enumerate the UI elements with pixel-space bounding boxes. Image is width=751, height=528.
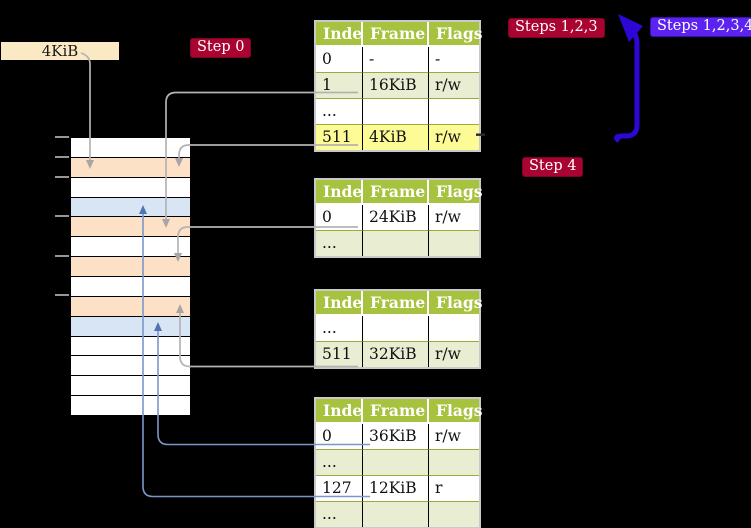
recursive-loop-arrow xyxy=(614,14,643,143)
table-cell: 24KiB xyxy=(363,205,429,230)
table-cell: 0 xyxy=(316,424,363,449)
memory-row-9-page-frame xyxy=(71,316,190,337)
memory-row-5-free xyxy=(71,237,190,258)
memory-row-8-table-frame xyxy=(71,296,190,317)
memory-row-7-free xyxy=(71,277,190,297)
memory-tick xyxy=(55,294,69,296)
badge-step-0: Step 0 xyxy=(190,38,252,58)
column-header-index: Index xyxy=(316,22,371,47)
table-cell: r/w xyxy=(435,208,461,226)
column-header-flags: Flags xyxy=(429,180,483,205)
table-cell: 0 xyxy=(316,47,363,72)
table-cell: 0 xyxy=(316,205,363,230)
memory-row-1-table-frame xyxy=(71,157,190,178)
column-header-frame: Frame xyxy=(363,399,429,424)
column-header-flags: Flags xyxy=(429,399,483,424)
arrowhead-up-left xyxy=(618,14,643,42)
table-cell xyxy=(429,316,479,341)
table-cell xyxy=(363,449,429,475)
table-cell xyxy=(363,230,429,256)
table-cell: ... xyxy=(316,449,363,475)
badge-steps-1-2-3: Steps 1,2,3 xyxy=(508,18,605,38)
table-cell: ... xyxy=(316,98,363,124)
column-header-frame: Frame xyxy=(363,22,429,47)
column-header-index: Index xyxy=(316,291,371,316)
table-cell: 4KiB xyxy=(363,124,429,150)
table-cell: 511 xyxy=(316,341,363,367)
table-cell: 32KiB xyxy=(363,341,429,367)
column-header-flags: Flags xyxy=(429,22,483,47)
memory-tick xyxy=(55,156,69,158)
table-cell: r/w xyxy=(429,124,479,150)
column-header-frame: Frame xyxy=(363,291,429,316)
table-cell: 511 xyxy=(316,124,363,150)
table-header-row: Index Frame Flags xyxy=(316,22,483,47)
physical-memory-column xyxy=(70,137,191,416)
column-header-index: Index xyxy=(316,399,371,424)
root-table-address-label: 4KiB xyxy=(1,42,119,60)
column-header-frame: Frame xyxy=(363,180,429,205)
table-cell: ... xyxy=(316,316,363,341)
table-cell: ... xyxy=(316,501,363,527)
memory-row-2-free xyxy=(71,177,190,198)
table-cell: ... xyxy=(316,230,363,256)
table-cell: 12KiB xyxy=(363,475,429,501)
table-cell xyxy=(363,501,429,527)
table-cell: 36KiB xyxy=(363,424,429,449)
badge-steps-1-2-3-4: Steps 1,2,3,4 xyxy=(650,17,751,37)
table-cell xyxy=(429,449,479,475)
memory-row-12-free xyxy=(71,376,190,397)
memory-row-6-table-frame xyxy=(71,257,190,278)
table-header-row: Index Frame Flags xyxy=(316,291,483,316)
table-cell: r/w xyxy=(435,427,461,445)
memory-row-11-free xyxy=(71,356,190,377)
memory-row-3-page-frame xyxy=(71,197,190,218)
memory-tick xyxy=(55,215,69,217)
table-cell xyxy=(429,230,479,256)
badge-step-4: Step 4 xyxy=(522,157,584,177)
table-cell: - xyxy=(363,47,429,72)
table-header-row: Index Frame Flags xyxy=(316,180,483,205)
table-header-row: Index Frame Flags xyxy=(316,399,483,424)
memory-row-13-free xyxy=(71,396,190,416)
memory-row-4-table-frame xyxy=(71,217,190,238)
table-cell: r/w xyxy=(429,341,479,367)
table-cell: r xyxy=(429,475,479,501)
column-header-flags: Flags xyxy=(429,291,483,316)
table-cell: r/w xyxy=(429,72,479,98)
table-cell: 16KiB xyxy=(363,72,429,98)
memory-row-10-free xyxy=(71,336,190,357)
column-header-index: Index xyxy=(316,180,371,205)
table-cell: 127 xyxy=(316,475,363,501)
table-cell xyxy=(363,98,429,124)
table-cell xyxy=(363,316,429,341)
memory-tick xyxy=(55,176,69,178)
table-cell xyxy=(429,98,479,124)
table-cell: 1 xyxy=(316,72,363,98)
table-cell: - xyxy=(435,50,441,68)
table-cell xyxy=(429,501,479,527)
memory-tick xyxy=(55,136,69,138)
memory-row-0-free xyxy=(71,138,190,158)
memory-tick xyxy=(55,255,69,257)
